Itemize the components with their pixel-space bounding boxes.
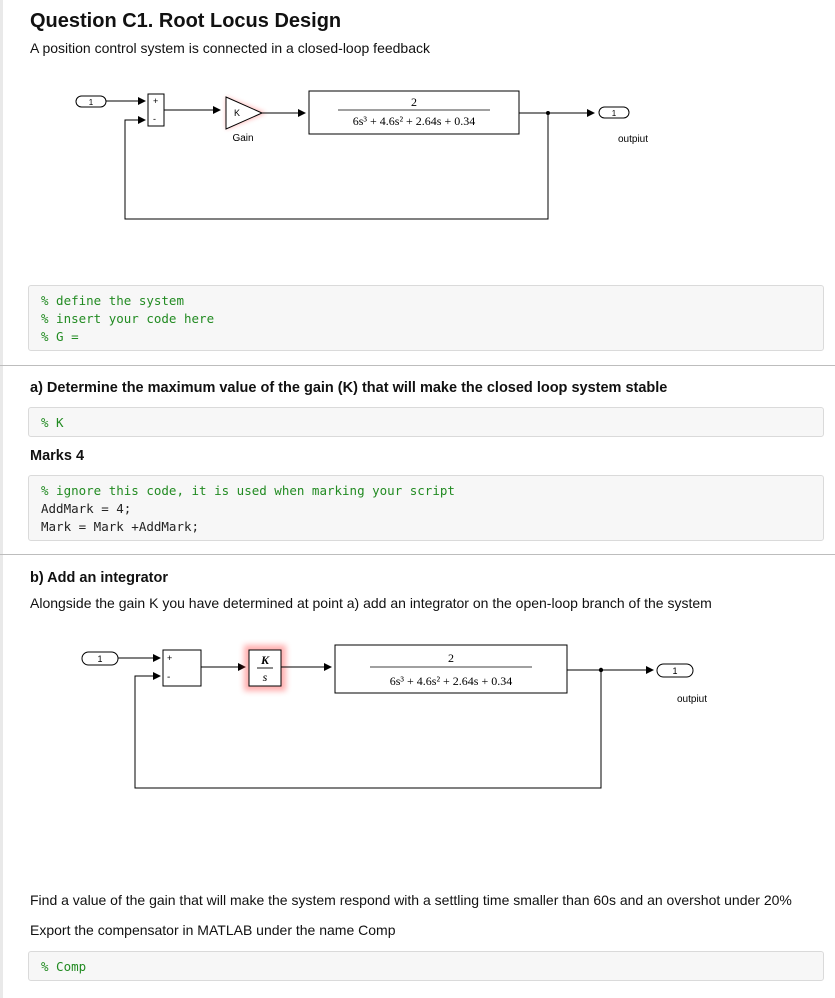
input-port-1[interactable]: 1 <box>75 95 107 108</box>
part-a-heading: a) Determine the maximum value of the ga… <box>30 380 668 396</box>
code-block-comp[interactable]: % Comp <box>28 951 824 981</box>
intro-text: A position control system is connected i… <box>30 40 431 56</box>
code-block-define-system[interactable]: % define the system % insert your code h… <box>28 285 824 351</box>
svg-text:+: + <box>153 96 158 106</box>
output-label-1: outpiut <box>618 134 648 145</box>
sum-block-2[interactable]: + - <box>162 649 202 687</box>
task-settling-time: Find a value of the gain that will make … <box>30 892 792 908</box>
gain-label: Gain <box>232 133 253 144</box>
part-b-description: Alongside the gain K you have determined… <box>30 595 712 611</box>
integrator-gain-block[interactable]: K s <box>244 645 286 691</box>
transfer-function-block-2[interactable]: 2 6s³ + 4.6s² + 2.64s + 0.34 <box>334 644 568 694</box>
code-line-2: % insert your code here <box>41 311 215 326</box>
task-export-comp: Export the compensator in MATLAB under t… <box>30 922 396 938</box>
code-block-marking[interactable]: % ignore this code, it is used when mark… <box>28 475 824 541</box>
svg-text:1: 1 <box>612 109 617 118</box>
section-divider-b <box>0 554 835 555</box>
svg-text:K: K <box>260 653 270 667</box>
svg-text:1: 1 <box>97 654 102 664</box>
code-line-1: % define the system <box>41 293 184 308</box>
svg-text:1: 1 <box>89 98 94 107</box>
svg-text:s: s <box>263 670 268 684</box>
code-block-k[interactable]: % K <box>28 407 824 437</box>
svg-text:+: + <box>167 653 172 663</box>
svg-text:-: - <box>167 672 170 683</box>
code-line-3: % G = <box>41 329 79 344</box>
code-line-comp: % Comp <box>41 959 87 974</box>
svg-text:6s³ + 4.6s² + 2.64s + 0.34: 6s³ + 4.6s² + 2.64s + 0.34 <box>390 674 513 688</box>
left-gutter <box>0 0 3 998</box>
section-divider-a <box>0 365 835 366</box>
input-port-2[interactable]: 1 <box>81 651 119 666</box>
transfer-function-block-1[interactable]: 2 6s³ + 4.6s² + 2.64s + 0.34 <box>308 90 520 135</box>
marks-label: Marks 4 <box>30 448 85 464</box>
svg-text:6s³ + 4.6s² + 2.64s + 0.34: 6s³ + 4.6s² + 2.64s + 0.34 <box>353 114 476 128</box>
block-diagram-1: 1 + - K Gain 2 6s³ + 4.6s² + 2.64s + 0.3… <box>75 90 648 220</box>
code-line-k: % K <box>41 415 64 430</box>
code-line-addmark: AddMark = 4; <box>41 501 132 516</box>
block-diagram-2: 1 + - K s 2 6s³ + 4.6s² + 2.64s + 0.34 1… <box>81 644 707 789</box>
svg-text:1: 1 <box>672 666 677 676</box>
svg-text:2: 2 <box>411 95 417 109</box>
code-line-ignore: % ignore this code, it is used when mark… <box>41 483 455 498</box>
sum-block-1[interactable]: + - <box>147 93 165 127</box>
svg-text:-: - <box>153 114 156 124</box>
code-line-mark: Mark = Mark +AddMark; <box>41 519 200 534</box>
page-title: Question C1. Root Locus Design <box>30 10 342 32</box>
output-port-1[interactable]: 1 <box>598 106 630 119</box>
part-b-heading: b) Add an integrator <box>30 570 169 586</box>
gain-block-1[interactable]: K <box>225 96 266 130</box>
svg-text:K: K <box>234 108 240 118</box>
output-port-2[interactable]: 1 <box>656 663 694 678</box>
output-label-2: outpiut <box>677 694 707 705</box>
svg-text:2: 2 <box>448 651 454 665</box>
